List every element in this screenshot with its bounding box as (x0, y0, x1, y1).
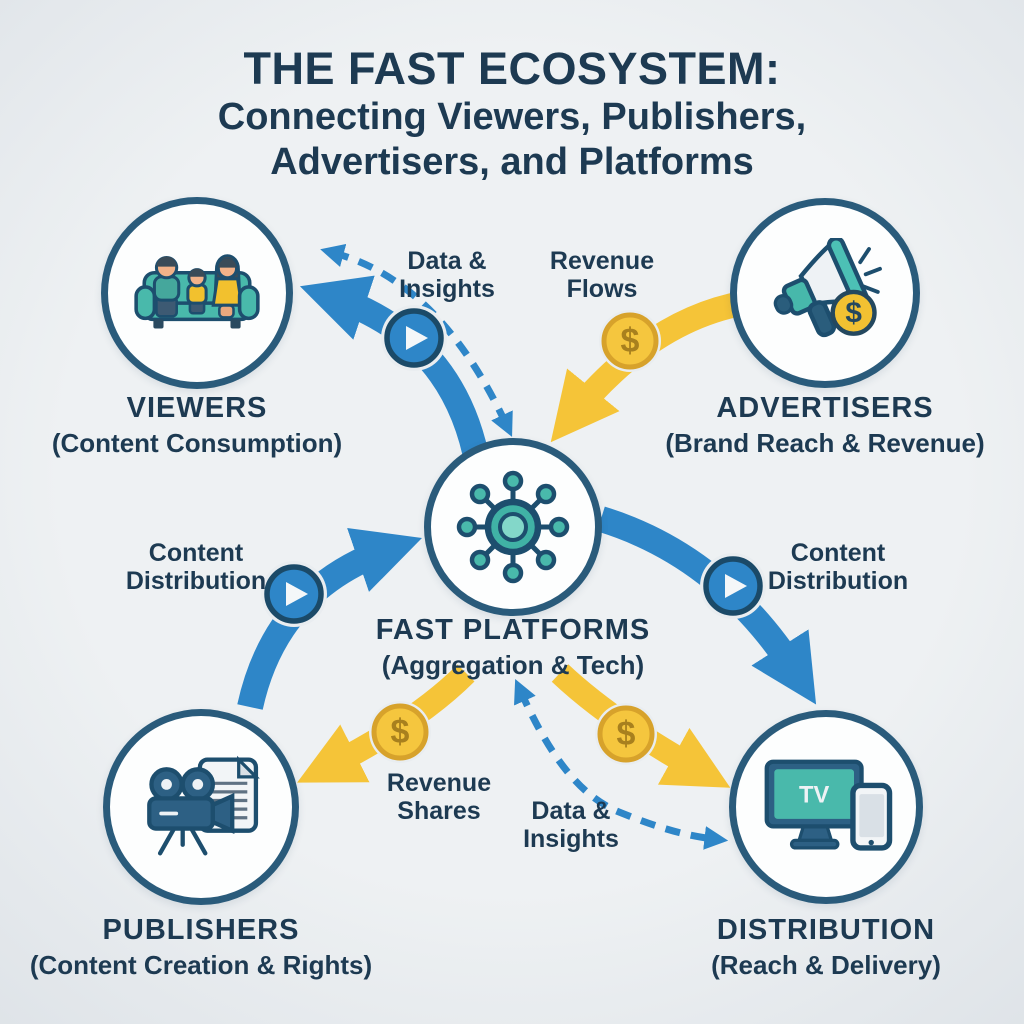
publishers-sublabel: (Content Creation & Rights) (29, 950, 373, 980)
label-distribution: DISTRIBUTION (Reach & Delivery) (646, 914, 1006, 981)
node-advertisers: $ (730, 198, 920, 388)
title-line-2: Connecting Viewers, Publishers, (217, 96, 807, 139)
diagram-title: THE FAST ECOSYSTEM: Connecting Viewers, … (0, 42, 1024, 185)
play-badge-icon (381, 305, 447, 371)
label-advertisers: ADVERTISERS (Brand Reach & Revenue) (645, 392, 1005, 459)
viewers-sublabel: (Content Consumption) (51, 428, 343, 458)
dollar-symbol: $ (845, 297, 862, 330)
family-watching-couch-icon (134, 254, 260, 329)
distribution-sublabel: (Reach & Delivery) (711, 950, 941, 980)
play-badge-icon (700, 553, 766, 619)
flow-label-content-distribution-left: Content Distribution (125, 539, 267, 595)
flow-label-content-distribution-right: Content Distribution (767, 539, 909, 595)
publishers-name: PUBLISHERS (102, 914, 300, 946)
video-camera-document-icon (147, 755, 260, 856)
play-icon (406, 326, 428, 350)
flow-label-revenue-flows: Revenue Flows (549, 247, 655, 303)
title-line-3: Advertisers, and Platforms (270, 140, 754, 183)
viewers-name: VIEWERS (126, 392, 268, 424)
title-line-1: THE FAST ECOSYSTEM: (243, 43, 781, 94)
advertisers-name: ADVERTISERS (716, 392, 934, 424)
tablet-icon (850, 782, 893, 851)
platforms-sublabel: (Aggregation & Tech) (381, 650, 645, 680)
dollar-symbol: $ (621, 322, 640, 360)
label-platforms: FAST PLATFORMS (Aggregation & Tech) (353, 614, 673, 681)
dollar-coin-icon: $ (595, 703, 657, 765)
hub-nodes (456, 470, 570, 584)
node-viewers (101, 197, 293, 389)
flow-label-revenue-shares: Revenue Shares (386, 769, 492, 825)
play-icon (286, 582, 308, 606)
advertisers-sublabel: (Brand Reach & Revenue) (665, 428, 985, 458)
node-publishers (103, 709, 299, 905)
sound-lines-icon (858, 247, 882, 294)
label-publishers: PUBLISHERS (Content Creation & Rights) (21, 914, 381, 981)
tv-icon: TV (764, 759, 864, 850)
dollar-symbol: $ (617, 715, 636, 753)
film-camera-icon (147, 767, 235, 856)
network-hub-icon (456, 470, 570, 584)
distribution-name: DISTRIBUTION (716, 914, 936, 946)
flow-label-data-insights-bottom: Data & Insights (523, 797, 619, 853)
dollar-coin-icon: $ (369, 701, 431, 763)
node-platforms (424, 438, 602, 616)
label-viewers: VIEWERS (Content Consumption) (37, 392, 357, 459)
platforms-name: FAST PLATFORMS (375, 614, 651, 646)
flow-label-data-insights-top: Data & Insights (399, 247, 495, 303)
node-distribution: TV (729, 710, 923, 904)
play-icon (725, 574, 747, 598)
dollar-symbol: $ (391, 713, 410, 751)
dollar-coin-icon: $ (599, 310, 661, 372)
tv-screen-label: TV (799, 783, 829, 809)
play-badge-icon (261, 561, 327, 627)
tv-tablet-icon: TV (764, 759, 893, 851)
megaphone-dollar-icon: $ (773, 238, 882, 338)
dollar-coin-icon: $ (830, 289, 877, 336)
